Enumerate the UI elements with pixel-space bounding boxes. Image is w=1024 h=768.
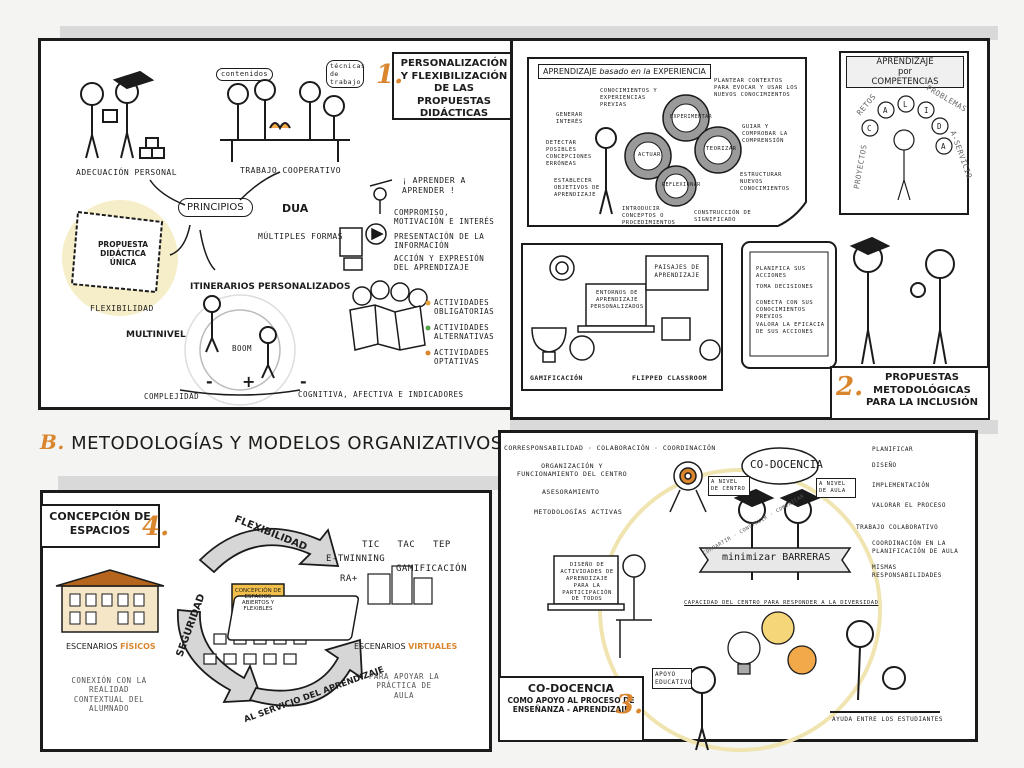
exp-note-9: CONSTRUCCIÓN DE SIGNIFICADO	[694, 210, 752, 223]
dua-label: DUA	[282, 202, 309, 215]
propuesta-label: PROPUESTA DIDÁCTICA ÚNICA	[97, 240, 149, 267]
corresp-label: CORRESPONSABILIDAD · COLABORACIÓN · COOR…	[504, 444, 716, 452]
section3-title: CO-DOCENCIA COMO APOYO AL PROCESO DE ENS…	[498, 676, 644, 742]
gear-experimentar: EXPERIMENTAR	[670, 114, 713, 120]
dua-item-1: COMPROMISO, MOTIVACIÓN E INTERÉS	[394, 208, 495, 227]
exp-note-8: ESTRUCTURAR NUEVOS CONOCIMIENTOS	[740, 172, 790, 192]
multiples-label: MÚLTIPLES FORMAS	[258, 232, 344, 241]
actividad-1: ACTIVIDADES OBLIGATORIAS	[434, 298, 495, 317]
calidad-a: A	[883, 106, 889, 115]
fisicos-label: ESCENARIOS FÍSICOS	[66, 642, 156, 651]
calidad-a2: A	[941, 142, 947, 151]
adecuacion-label: ADECUACIÓN PERSONAL	[76, 168, 178, 177]
calidad-i: I	[924, 106, 930, 115]
calidad-l: L	[903, 100, 909, 109]
right-top-2: DISEÑO	[872, 462, 897, 469]
gear-reflexionar: REFLEXIONAR	[662, 182, 701, 188]
trabajo-label: TRABAJO COOPERATIVO	[240, 166, 342, 175]
nivel-centro: A NIVEL DE CENTRO	[708, 476, 750, 496]
capacidad-label: CAPACIDAD DEL CENTRO PARA RESPONDER A LA…	[684, 600, 879, 606]
section2-number: 2.	[836, 372, 864, 402]
itinerarios-label: ITINERARIOS PERSONALIZADOS	[190, 282, 351, 292]
exp-note-5: ESTABLECER OBJETIVOS DE APRENDIZAJE	[554, 178, 600, 198]
experiencia-title: APRENDIZAJE basado en la EXPERIENCIA	[538, 64, 711, 79]
right-top-1: PLANIFICAR	[872, 446, 914, 453]
nivel-aula: A NIVEL DE AULA	[816, 478, 856, 498]
left-item-1: ORGANIZACIÓN Y FUNCIONAMIENTO DEL CENTRO	[516, 462, 628, 479]
dua-item-3: ACCIÓN Y EXPRESIÓN DEL APRENDIZAJE	[394, 254, 485, 273]
sectionB-title: B. METODOLOGÍAS Y MODELOS ORGANIZATIVOS	[40, 430, 503, 454]
tablet-item-2: TOMA DECISIONES	[756, 284, 814, 290]
section1-number: 1.	[376, 60, 404, 90]
minus-right: -	[300, 372, 307, 391]
contenidos-label: contenidos	[216, 68, 274, 81]
paisajes-label: PAISAJES DE APRENDIZAJE	[654, 264, 700, 279]
multinivel-label: MULTINIVEL	[126, 330, 186, 340]
dua-item-2: PRESENTACIÓN DE LA INFORMACIÓN	[394, 232, 485, 251]
section2-title: PROPUESTAS METODOLÓGICAS PARA LA INCLUSI…	[830, 366, 990, 420]
tablet-item-4: VALORA LA EFICACIA DE SUS ACCIONES	[756, 322, 825, 335]
flipped-label: FLIPPED CLASSROOM	[632, 374, 708, 382]
cognitiva-label: COGNITIVA, AFECTIVA E INDICADORES	[298, 390, 464, 399]
exp-note-3: GENERAR INTERÉS	[556, 112, 583, 125]
tablet-item-3: CONECTA CON SUS CONOCIMIENTOS PREVIOS	[756, 300, 814, 320]
section1-title: PERSONALIZACIÓN Y FLEXIBILIZACIÓN DE LAS…	[392, 52, 516, 120]
principios-label: PRINCIPIOS	[178, 198, 253, 217]
exp-note-7: GUIAR Y COMPROBAR LA COMPRENSIÓN	[742, 124, 788, 144]
left-item-2: ASESORAMIENTO	[542, 488, 600, 496]
virtuales-note: PARA APOYAR LA PRÁCTICA DE AULA	[368, 672, 440, 700]
calidad-d: D	[937, 122, 943, 131]
calidad-d2: D	[896, 136, 902, 145]
right-mid-3: MISMAS RESPONSABILIDADES	[872, 564, 942, 579]
left-item-3: METODOLOGÍAS ACTIVAS	[534, 508, 623, 516]
flexibilidad-label: FLEXIBILIDAD	[90, 304, 154, 313]
boom-label: BOOM	[232, 344, 253, 353]
virtuales-label: ESCENARIOS VIRTUALES	[354, 642, 458, 651]
right-mid-2: COORDINACIÓN EN LA PLANIFICACIÓN DE AULA	[872, 540, 959, 555]
apoyo-label: APOYO EDUCATIVO	[652, 668, 692, 689]
exp-note-1: CONOCIMIENTOS Y EXPERIENCIAS PREVIAS	[600, 88, 658, 108]
gear-actuar: ACTUAR	[638, 152, 661, 158]
actividad-3: ACTIVIDADES OPTATIVAS	[434, 348, 490, 367]
exp-note-6: INTRODUCIR CONCEPTOS O PROCEDIMIENTOS	[622, 206, 676, 226]
board-label: CONCEPCIÓN DE ESPACIOS ABIERTOS Y FLEXIB…	[234, 588, 282, 612]
exp-note-2: PLANTEAR CONTEXTOS PARA EVOCAR Y USAR LO…	[714, 78, 798, 98]
right-top-3: IMPLEMENTACIÓN	[872, 482, 930, 489]
ayuda-label: AYUDA ENTRE LOS ESTUDIANTES	[832, 716, 944, 723]
ra-label: RA+	[340, 574, 358, 584]
right-mid-1: TRABAJO COLABORATIVO	[856, 524, 939, 531]
plus-sign: +	[242, 372, 256, 391]
competencias-title: APRENDIZAJE por COMPETENCIAS	[846, 56, 964, 88]
tic-label: TIC TAC TEP	[362, 540, 451, 550]
tablet-item-1: PLANIFICA SUS ACCIONES	[756, 266, 806, 279]
etwinning-label: E-TWINNING	[326, 554, 386, 564]
codocencia-bubble: CO-DOCENCIA	[750, 458, 823, 471]
entornos-label: ENTORNOS DE APRENDIZAJE PERSONALIZADOS	[590, 290, 644, 310]
diseno-label: DISEÑO DE ACTIVIDADES DE APRENDIZAJE PAR…	[560, 562, 614, 603]
gamificacion-label: GAMIFICACIÓN	[530, 374, 583, 382]
complejidad-label: COMPLEJIDAD	[144, 392, 200, 401]
minus-left: -	[206, 372, 213, 391]
right-top-4: VALORAR EL PROCESO	[872, 502, 947, 509]
minimizar-banner: minimizar BARRERAS	[722, 552, 831, 563]
gamificacion4-label: GAMIFICACIÓN	[396, 564, 468, 574]
tecnicas-label: técnicas de trabajo	[326, 60, 365, 89]
section4-number: 4.	[142, 512, 170, 542]
actividad-2: ACTIVIDADES ALTERNATIVAS	[434, 323, 495, 342]
fisicos-note: CONEXIÓN CON LA REALIDAD CONTEXTUAL DEL …	[71, 676, 147, 714]
calidad-c: C	[867, 124, 873, 133]
gear-teorizar: TEORIZAR	[706, 146, 737, 152]
section4-title: CONCEPCIÓN DE ESPACIOS	[40, 504, 160, 548]
aprender-label: ¡ APRENDER A APRENDER !	[402, 176, 466, 195]
section3-number: 3.	[616, 690, 644, 720]
exp-note-4: DETECTAR POSIBLES CONCEPCIONES ERRÓNEAS	[546, 140, 592, 167]
